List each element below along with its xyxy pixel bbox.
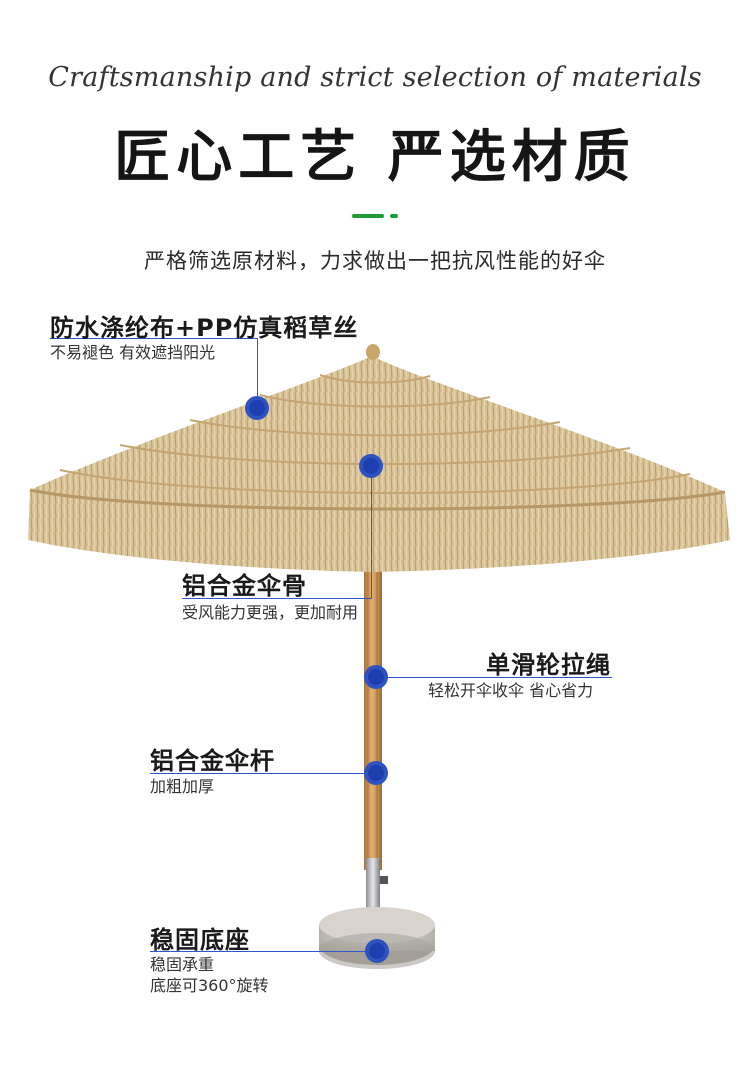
leader-line-rib-h [182,598,372,599]
feature-canopy-title: 防水涤纶布+PP仿真稻草丝 [50,314,359,342]
marker-base [365,939,389,963]
canopy-finial [366,344,380,360]
accent-bar-long [352,214,384,218]
marker-rib [359,454,383,478]
script-heading: Craftsmanship and strict selection of ma… [48,62,702,93]
main-title: 匠心工艺 严选材质 [114,125,636,190]
leader-line-rib-v [371,466,372,598]
feature-pulley-desc: 轻松开伞收伞 省心省力 [428,681,594,700]
feature-base-title: 稳固底座 [150,926,250,954]
umbrella-base [319,907,435,943]
feature-base-desc-1: 稳固承重 [150,955,215,974]
marker-pole [364,761,388,785]
feature-base-desc-2: 底座可360°旋转 [150,976,269,995]
leader-line-canopy-h [50,338,258,339]
feature-pole-title: 铝合金伞杆 [150,747,275,775]
subtitle: 严格筛选原材料，力求做出一把抗风性能的好伞 [144,249,606,273]
feature-canopy-desc: 不易褪色 有效遮挡阳光 [50,343,216,362]
marker-pulley [364,665,388,689]
feature-rib-desc: 受风能力更强，更加耐用 [182,603,359,622]
feature-pole-desc: 加粗加厚 [150,777,215,796]
leader-line-pulley [376,677,612,678]
accent-bar-short [390,214,398,218]
marker-canopy [245,396,269,420]
leader-line-base [150,951,376,952]
leader-line-canopy-v [257,338,258,408]
feature-rib-title: 铝合金伞骨 [182,572,307,600]
leader-line-pole [150,773,376,774]
feature-pulley-title: 单滑轮拉绳 [486,651,611,679]
